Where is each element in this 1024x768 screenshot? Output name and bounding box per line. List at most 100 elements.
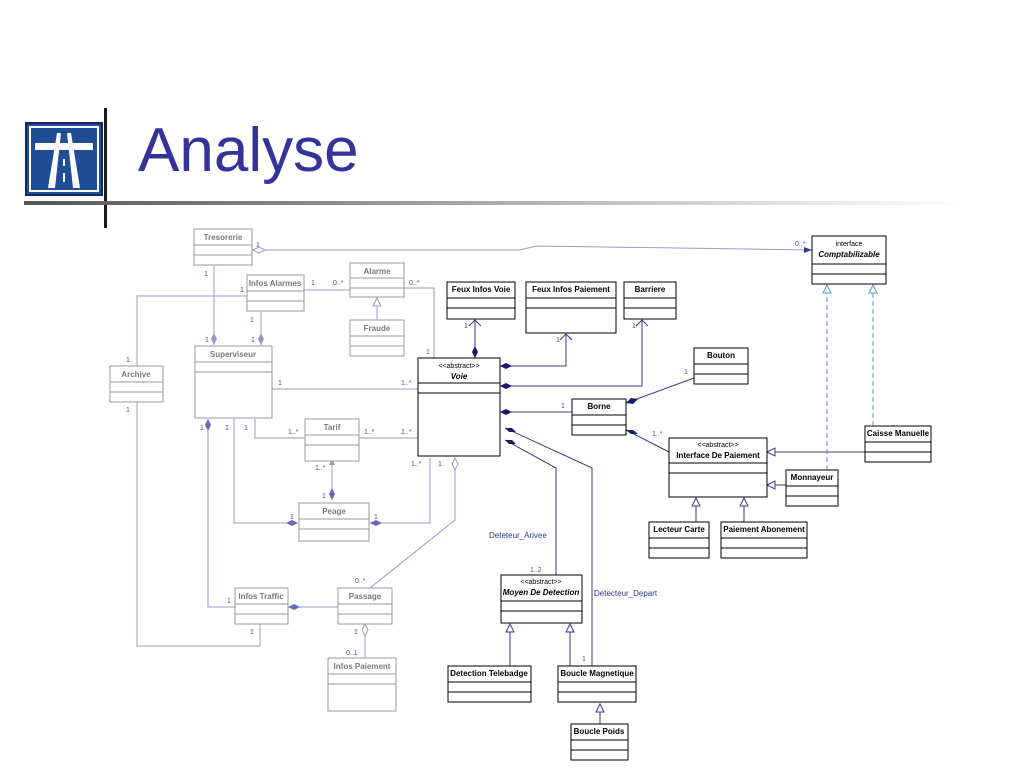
svg-text:Archive: Archive: [121, 370, 151, 379]
class-fraude: Fraude: [349, 319, 405, 357]
multiplicity-labels: 1 0..* 1 1 1 1 1 1 0..* 0..* 1 1 1 1 1..…: [126, 241, 806, 663]
svg-text:1: 1: [464, 323, 468, 330]
svg-text:Lecteur Carte: Lecteur Carte: [653, 525, 705, 534]
svg-text:1..2: 1..2: [530, 567, 542, 574]
svg-text:Paiement Abonement: Paiement Abonement: [723, 525, 805, 534]
class-paiement-abonement: Paiement Abonement: [720, 521, 808, 559]
class-feux-infos-paiement: Feux Infos Paiement: [525, 281, 617, 334]
svg-text:1..*: 1..*: [288, 429, 299, 436]
svg-text:1..*: 1..*: [652, 431, 663, 438]
svg-text:Boucle Poids: Boucle Poids: [574, 727, 625, 736]
svg-text:1: 1: [374, 514, 378, 521]
svg-text:1..*: 1..*: [401, 380, 412, 387]
svg-text:Comptabilizable: Comptabilizable: [818, 250, 880, 259]
class-infos-alarmes: Infos Alarmes: [246, 274, 305, 312]
svg-text:Borne: Borne: [587, 402, 611, 411]
class-interface-de-paiement: <<abstract>> Interface De Paiement: [668, 437, 768, 498]
class-tarif: Tarif: [304, 418, 360, 462]
svg-text:1: 1: [250, 629, 254, 636]
class-bouton: Bouton: [693, 347, 749, 385]
class-comptabilizable: interface Comptabilizable: [811, 235, 887, 285]
svg-text:<<abstract>>: <<abstract>>: [520, 579, 561, 586]
svg-text:1: 1: [438, 461, 442, 468]
svg-text:Superviseur: Superviseur: [210, 350, 256, 359]
svg-text:1: 1: [556, 337, 560, 344]
svg-text:1: 1: [278, 380, 282, 387]
title-divider-vertical: [104, 108, 107, 228]
svg-text:0..*: 0..*: [355, 578, 366, 585]
svg-text:1..*: 1..*: [411, 461, 422, 468]
svg-text:1: 1: [227, 598, 231, 605]
svg-text:1..*: 1..*: [364, 429, 375, 436]
role-detecteur-arivee: Deteteur_Arivee: [489, 531, 547, 540]
svg-text:Infos Alarmes: Infos Alarmes: [249, 279, 302, 288]
class-boucle-poids: Boucle Poids: [570, 723, 629, 761]
svg-text:0..1: 0..1: [346, 650, 358, 657]
title-rule: [24, 201, 964, 205]
svg-text:1: 1: [426, 349, 430, 356]
svg-text:0..*: 0..*: [795, 241, 806, 248]
svg-text:Fraude: Fraude: [364, 324, 391, 333]
svg-text:Voie: Voie: [451, 372, 468, 381]
class-monnayeur: Monnayeur: [785, 469, 839, 507]
svg-text:1: 1: [126, 357, 130, 364]
highway-icon: [24, 121, 104, 197]
class-boucle-magnetique: Boucle Magnetique: [557, 665, 637, 703]
class-passage: Passage: [337, 587, 393, 625]
class-feux-infos-voie: Feux Infos Voie: [446, 281, 516, 320]
svg-text:Caisse Manuelle: Caisse Manuelle: [867, 429, 930, 438]
svg-text:Boucle Magnetique: Boucle Magnetique: [560, 669, 634, 678]
svg-text:1: 1: [200, 425, 204, 432]
class-alarme: Alarme: [349, 262, 405, 298]
svg-text:1: 1: [250, 317, 254, 324]
class-caisse-manuelle: Caisse Manuelle: [864, 425, 932, 463]
svg-text:1: 1: [225, 425, 229, 432]
svg-text:Alarme: Alarme: [363, 267, 391, 276]
svg-text:Barriere: Barriere: [635, 285, 666, 294]
svg-text:1: 1: [244, 425, 248, 432]
svg-text:interface: interface: [836, 241, 863, 248]
class-infos-paiement: Infos Paiement: [327, 657, 397, 712]
svg-text:1: 1: [126, 407, 130, 414]
svg-text:Infos Paiement: Infos Paiement: [334, 662, 391, 671]
svg-text:1: 1: [290, 514, 294, 521]
svg-text:Detection Telebadge: Detection Telebadge: [450, 669, 528, 678]
svg-text:1: 1: [322, 493, 326, 500]
class-lecteur-carte: Lecteur Carte: [648, 521, 710, 559]
svg-text:1: 1: [205, 337, 209, 344]
class-voie: <<abstract>> Voie: [417, 357, 501, 457]
svg-text:1: 1: [561, 403, 565, 410]
svg-text:Feux Infos Paiement: Feux Infos Paiement: [532, 285, 610, 294]
svg-text:Feux Infos Voie: Feux Infos Voie: [452, 285, 511, 294]
svg-text:1..*: 1..*: [401, 429, 412, 436]
svg-text:Interface De Paiement: Interface De Paiement: [676, 451, 760, 460]
svg-text:1: 1: [632, 323, 636, 330]
svg-text:Moyen De Detection: Moyen De Detection: [503, 588, 580, 597]
class-moyen-de-detection: <<abstract>> Moyen De Detection: [500, 574, 583, 624]
svg-text:1: 1: [240, 287, 244, 294]
svg-text:Bouton: Bouton: [707, 351, 735, 360]
svg-text:Passage: Passage: [349, 592, 382, 601]
svg-text:1: 1: [684, 369, 688, 376]
svg-text:<<abstract>>: <<abstract>>: [438, 363, 479, 370]
svg-text:1: 1: [204, 271, 208, 278]
class-superviseur: Superviseur: [194, 345, 273, 419]
highway-logo: [24, 121, 104, 197]
class-peage: Peage: [298, 502, 370, 542]
class-infos-traffic: Infos Traffic: [234, 587, 289, 625]
class-archive: Archive: [109, 365, 164, 403]
svg-text:1: 1: [311, 280, 315, 287]
svg-text:0..*: 0..*: [333, 280, 344, 287]
svg-text:<<abstract>>: <<abstract>>: [697, 442, 738, 449]
svg-text:0..*: 0..*: [409, 280, 420, 287]
svg-text:Tresorerie: Tresorerie: [204, 233, 243, 242]
class-borne: Borne: [571, 398, 627, 436]
svg-text:Monnayeur: Monnayeur: [791, 473, 834, 482]
role-detecteur-depart: Detecteur_Depart: [594, 589, 658, 598]
slide-title: Analyse: [138, 116, 359, 185]
class-detection-telebadge: Detection Telebadge: [447, 665, 532, 703]
svg-text:Infos Traffic: Infos Traffic: [238, 592, 284, 601]
svg-text:Tarif: Tarif: [324, 423, 341, 432]
svg-text:1..*: 1..*: [315, 465, 326, 472]
